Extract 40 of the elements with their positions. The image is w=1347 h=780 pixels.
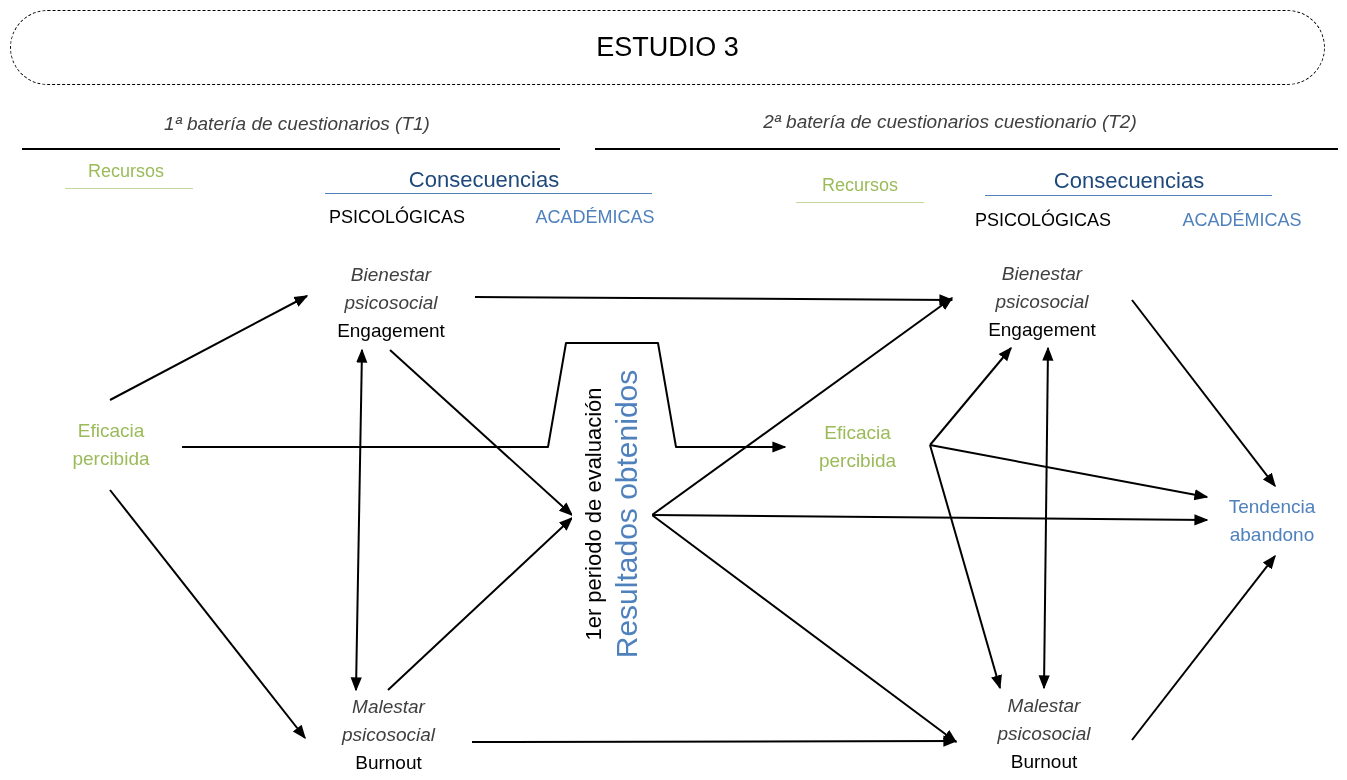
node-subtitle: Burnout — [1010, 750, 1078, 774]
node-label: Eficacia percibida — [71, 419, 151, 471]
heading-label: Recursos — [88, 160, 164, 183]
node-label: Malestar psicosocial — [340, 695, 437, 747]
heading-label: 1ª batería de cuestionarios (T1) — [164, 112, 430, 136]
arrow — [929, 346, 1012, 446]
arrow — [1131, 554, 1276, 741]
heading-label: PSICOLÓGICAS — [329, 205, 465, 229]
heading-label: ACADÉMICAS — [535, 206, 655, 229]
arrow — [109, 489, 306, 740]
arrow — [181, 342, 787, 453]
arrow — [350, 348, 368, 692]
title-text: ESTUDIO 3 — [596, 31, 739, 65]
arrow — [389, 349, 574, 516]
node-subtitle: Engagement — [988, 318, 1096, 342]
heading-label: 2ª batería de cuestionarios cuestionario (T2) — [763, 110, 1137, 134]
node-label: Tendencia abandono — [1227, 495, 1317, 547]
heading-label: Recursos — [822, 174, 898, 197]
node-subtitle: Burnout — [355, 751, 422, 775]
arrow — [1131, 299, 1276, 488]
arrow — [1038, 346, 1054, 690]
node-label: Bienestar psicosocial — [994, 262, 1090, 314]
arrow — [651, 297, 954, 516]
period-label: 1er periodo de evaluación — [580, 386, 607, 641]
arrow — [651, 514, 958, 743]
heading-label: Consecuencias — [408, 166, 560, 194]
arrow — [929, 444, 1209, 501]
arrow — [387, 517, 573, 691]
arrow — [474, 294, 954, 306]
node-label: Eficacia percibida — [817, 420, 898, 473]
heading-label: Consecuencias — [1053, 167, 1205, 195]
arrow — [929, 444, 1002, 690]
heading-label: ACADÉMICAS — [1182, 209, 1302, 232]
results-label: Resultados obtenidos — [609, 369, 644, 658]
arrow — [109, 295, 309, 401]
arrow — [651, 514, 1209, 526]
node-label: Malestar psicosocial — [996, 694, 1092, 746]
node-subtitle: Engagement — [337, 319, 445, 343]
node-label: Bienestar psicosocial — [343, 263, 439, 315]
heading-label: PSICOLÓGICAS — [975, 208, 1111, 232]
